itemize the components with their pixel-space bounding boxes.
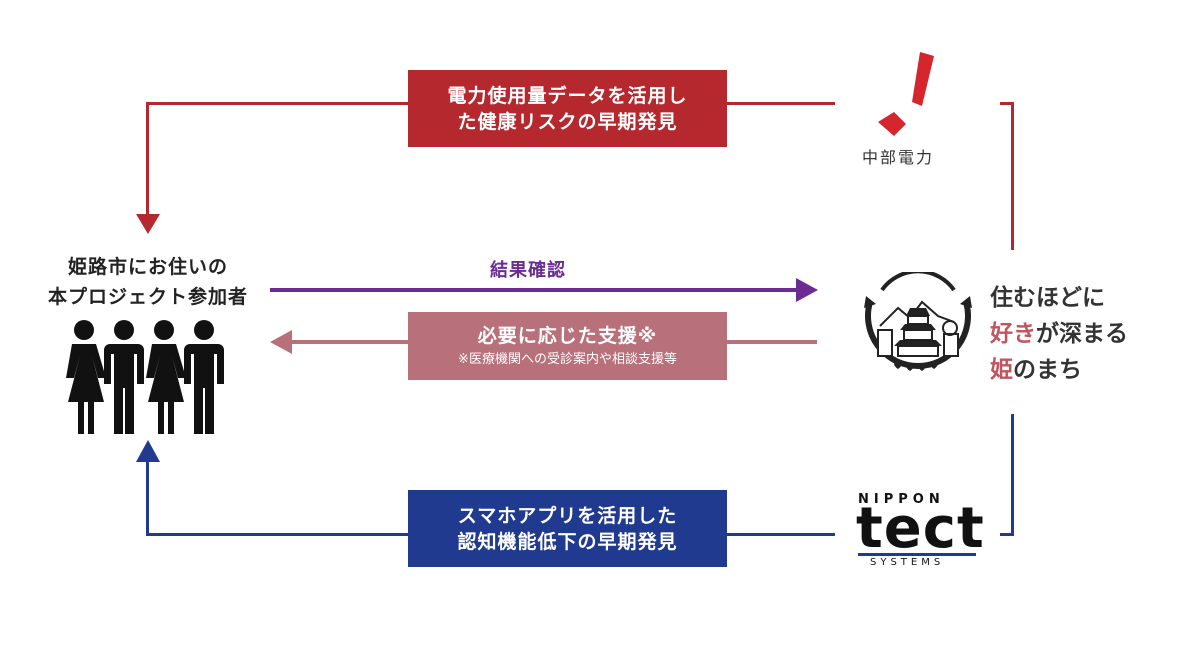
himeji-slogan-line2-pink: 好き: [990, 321, 1036, 347]
himeji-slogan-line2-rest: が深まる: [1036, 321, 1128, 347]
red-bracket-top: [1000, 102, 1014, 105]
chubu-name: 中部電力: [862, 148, 935, 167]
blue-flow-line-up: [146, 460, 149, 536]
red-flow-line-down: [146, 102, 149, 218]
red-flow-line-top-left: [146, 102, 408, 105]
red-flow-line-top-right: [727, 102, 835, 105]
support-label: 必要に応じた支援※ ※医療機関への受診案内や相談支援等: [408, 312, 727, 380]
blue-flow-arrowhead: [136, 440, 160, 462]
blue-flow-label: スマホアプリを活用した 認知機能低下の早期発見: [408, 490, 727, 567]
result-check-line: [270, 288, 800, 292]
support-arrowhead: [270, 330, 292, 354]
himeji-slogan: 住むほどに 好きが深まる 姫のまち: [990, 280, 1128, 388]
red-flow-arrowhead: [136, 214, 160, 234]
blue-flow-line-bottom-left: [146, 533, 408, 536]
nippon-tect-top: NIPPON: [858, 492, 945, 507]
nippon-tect-bottom: SYSTEMS: [870, 557, 945, 568]
participants-label-line1: 姫路市にお住いの: [67, 256, 228, 278]
chubu-logo-mark-icon: [878, 52, 934, 136]
blue-flow-label-line1: スマホアプリを活用した: [457, 504, 678, 527]
result-check-label: 結果確認: [490, 260, 566, 281]
participants-label: 姫路市にお住いの 本プロジェクト参加者: [28, 252, 268, 312]
himeji-slogan-line3-pink: 姫: [990, 357, 1013, 383]
nippon-tect-middle: tect: [856, 496, 985, 561]
participants-label-line2: 本プロジェクト参加者: [47, 286, 248, 308]
nippon-tect-underline: [858, 553, 976, 556]
support-line-right: [727, 340, 817, 344]
himeji-slogan-line2: 好きが深まる: [990, 316, 1128, 352]
blue-bracket-vertical: [1011, 414, 1014, 536]
blue-bracket-bottom: [1000, 533, 1014, 536]
support-note: ※医療機関への受診案内や相談支援等: [458, 352, 677, 367]
himeji-slogan-line1: 住むほどに: [990, 285, 1105, 311]
support-title: 必要に応じた支援※: [477, 325, 658, 347]
red-bracket-vertical: [1011, 102, 1014, 250]
himeji-slogan-line3: 姫のまち: [990, 352, 1128, 388]
himeji-castle-logo-icon: [864, 272, 972, 371]
red-flow-label-line2: た健康リスクの早期発見: [457, 110, 678, 133]
support-line-left: [290, 340, 410, 344]
red-flow-label-line1: 電力使用量データを活用し: [447, 84, 688, 107]
blue-flow-label-line2: 認知機能低下の早期発見: [457, 530, 678, 553]
result-check-arrowhead: [796, 278, 818, 302]
blue-flow-line-bottom-right: [727, 533, 835, 536]
red-flow-label: 電力使用量データを活用し た健康リスクの早期発見: [408, 70, 727, 147]
people-group-icon: [66, 320, 224, 434]
himeji-slogan-line3-rest: のまち: [1013, 357, 1082, 383]
